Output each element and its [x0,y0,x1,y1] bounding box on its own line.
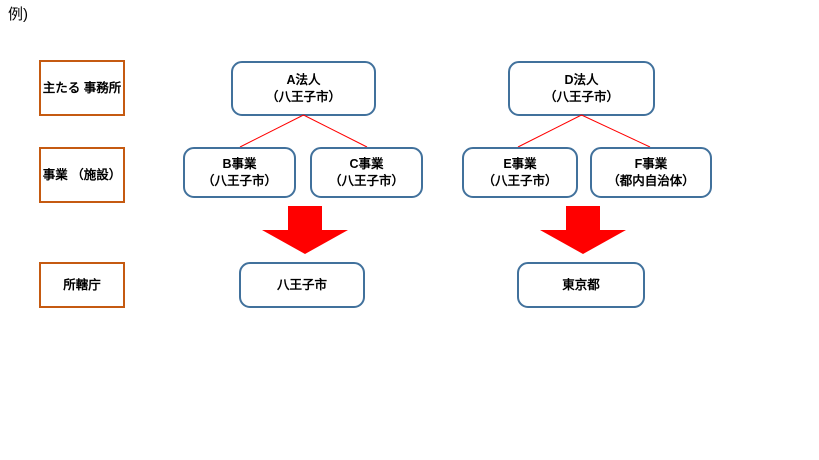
node-business-b: B事業 （八王子市） [183,147,296,198]
node-business-f: F事業 （都内自治体） [590,147,712,198]
arrow-down-group-a [262,206,348,254]
diagram-caption: 例) [8,6,28,23]
node-corp-a: A法人 （八王子市） [231,61,376,116]
row-label-main-office: 主たる 事務所 [39,60,125,116]
connector-corp-a-to-businesses [239,114,368,148]
row-label-business-facility: 事業 （施設） [39,147,125,203]
node-authority-tokyo: 東京都 [517,262,645,308]
node-authority-hachioji: 八王子市 [239,262,365,308]
arrow-down-group-d [540,206,626,254]
node-business-e: E事業 （八王子市） [462,147,578,198]
node-corp-d: D法人 （八王子市） [508,61,655,116]
row-label-competent-authority: 所轄庁 [39,262,125,308]
node-business-c: C事業 （八王子市） [310,147,423,198]
connector-corp-d-to-businesses [517,114,651,148]
